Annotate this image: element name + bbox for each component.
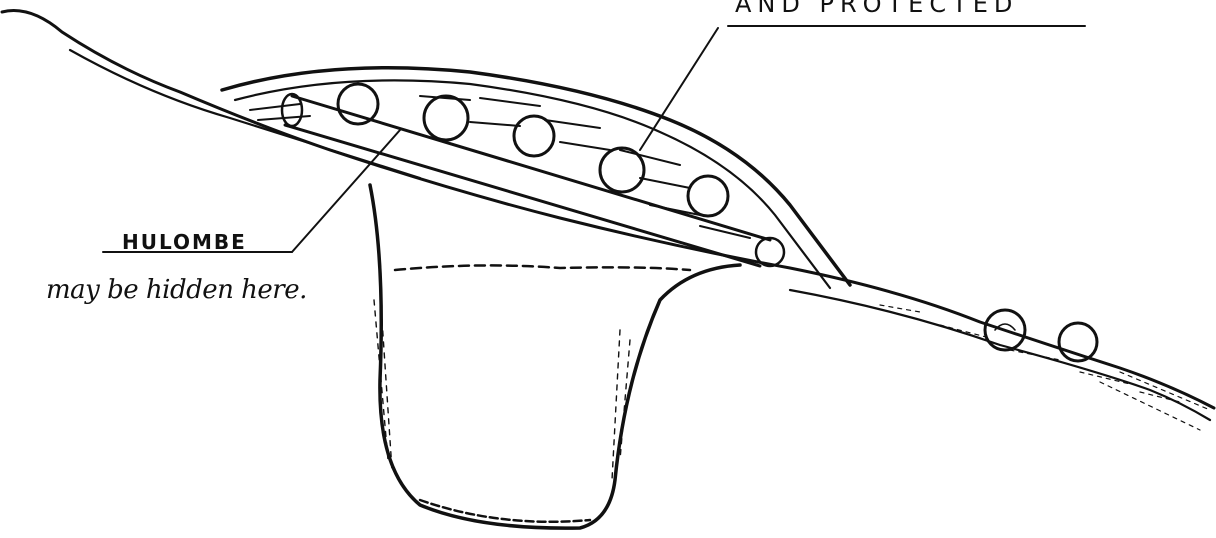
ground-slope-hatch [880,305,1210,430]
stone-3 [514,116,554,156]
label-hidden-note: may be hidden here. [46,275,307,305]
hulombe-leader-line [292,130,400,252]
pit-outline [370,185,740,528]
stone-2 [424,96,468,140]
caption-leader-line [640,28,718,150]
stone-1 [338,84,378,124]
pit-bottom-shading [420,500,590,522]
hulombe-log-end-left [282,94,302,126]
pit-rim [395,265,690,270]
caption-and-protected: AND PROTECTED [735,0,1018,18]
protective-cover-inner [235,80,830,288]
stone-5 [688,176,728,216]
hulombe-log-end-right [756,238,784,266]
pit-left-shading [374,300,392,470]
hulombe-log [285,96,770,266]
label-hulombe: HULOMBE [122,230,247,254]
cover-hatching [250,96,750,238]
ground-slope [2,11,1214,408]
stone-4 [600,148,644,192]
